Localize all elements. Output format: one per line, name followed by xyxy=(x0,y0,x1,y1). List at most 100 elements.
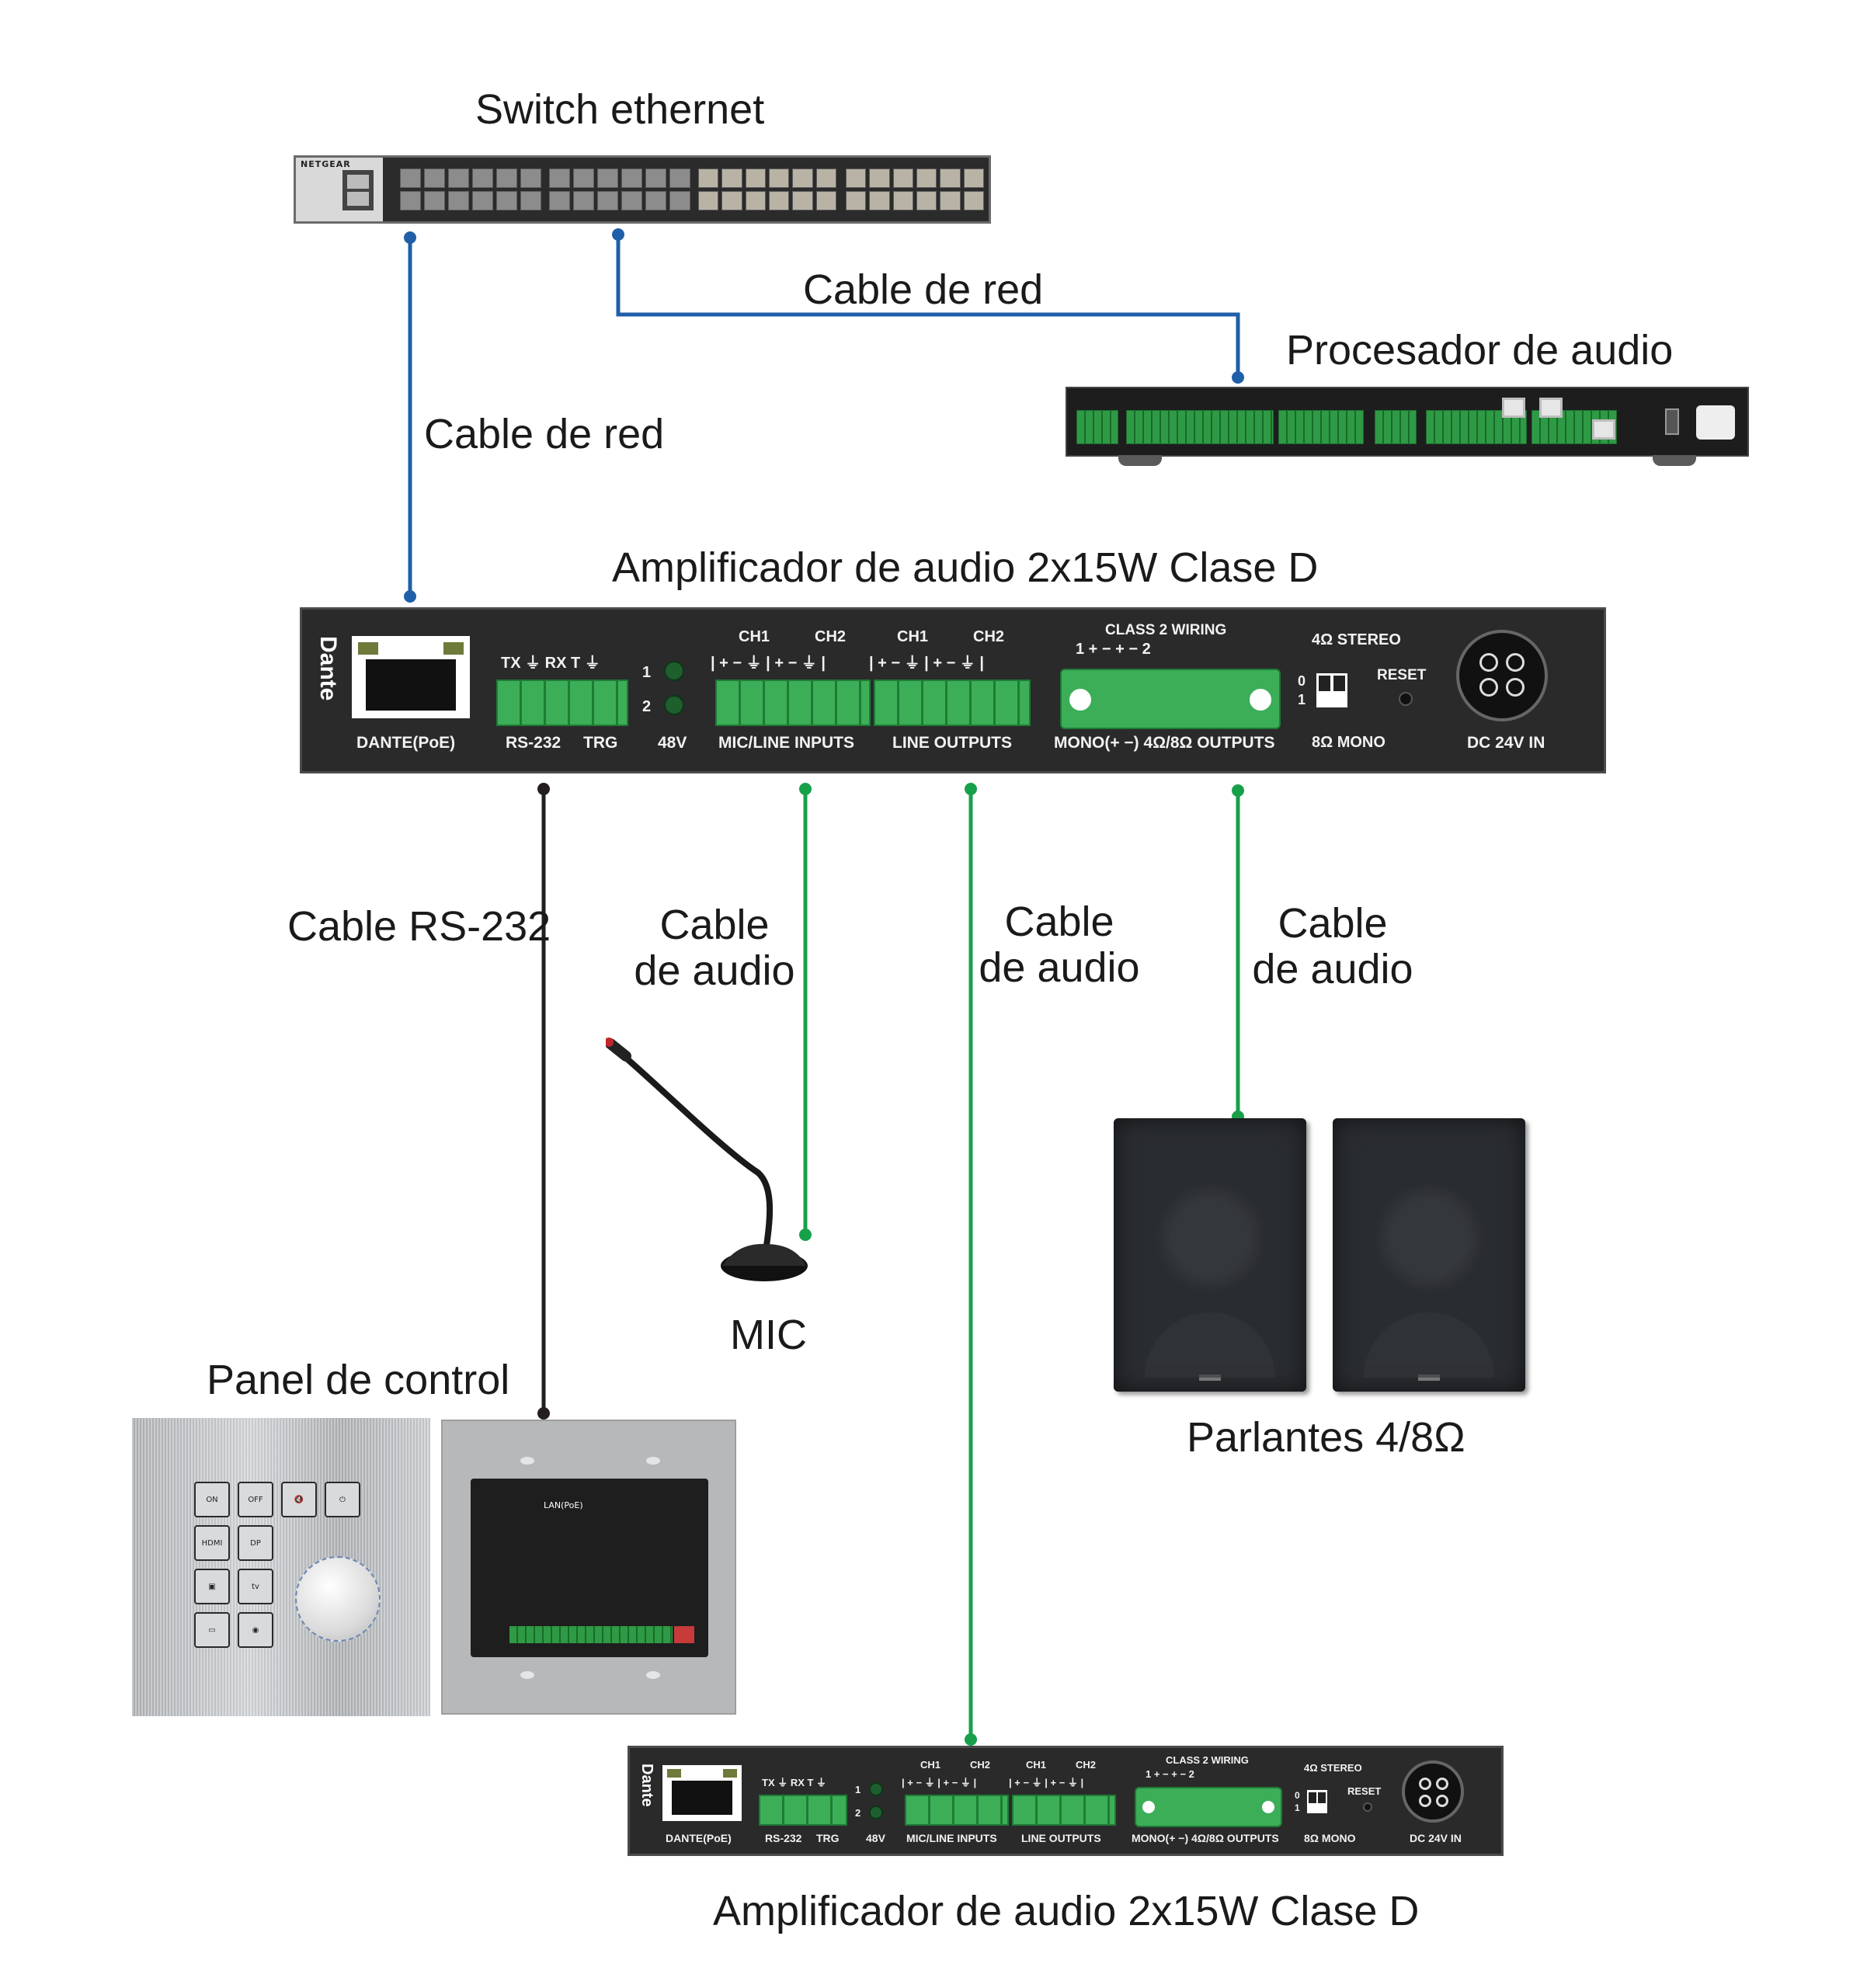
amp-top-dante-port[interactable] xyxy=(352,636,470,718)
panel-btn-dp[interactable]: DP xyxy=(238,1525,273,1561)
backbox-hole-3 xyxy=(520,1671,534,1679)
switch-sfp-bank-2 xyxy=(546,165,694,214)
amp-top-in-ch2: CH2 xyxy=(815,628,847,645)
panel-btn-appletv[interactable]: tv xyxy=(238,1569,273,1604)
network-cable-amp-end-top xyxy=(404,231,416,244)
amp-bottom-stereo-label: 4Ω STEREO xyxy=(1304,1762,1362,1774)
proc-foot-left xyxy=(1118,455,1162,466)
audio-cable-speakers-end-top xyxy=(1232,784,1244,797)
amp-bottom-in-ch2: CH2 xyxy=(970,1759,991,1771)
panel-btn-screen[interactable]: ▣ xyxy=(194,1569,230,1604)
cable-audio-mic-line1: Cable xyxy=(659,902,770,948)
network-cable-processor-end-top xyxy=(612,228,624,241)
cable-audio-line-label: Cable de audio xyxy=(974,898,1145,992)
amp-top-led-1-label: 1 xyxy=(642,664,652,681)
amp-bottom-spk-outputs-label: MONO(+ −) 4Ω/8Ω OUTPUTS xyxy=(1132,1832,1279,1844)
cable-rs232-label: Cable RS-232 xyxy=(287,903,551,950)
amp-top-line-out-label: LINE OUTPUTS xyxy=(892,734,1013,752)
control-panel-front: ON OFF 🔇 ⏻ HDMI DP ▣ tv ▭ ◉ xyxy=(132,1418,430,1716)
proc-mic-terminal-1 xyxy=(1076,410,1118,444)
amp-bottom-reset-label: RESET xyxy=(1347,1785,1382,1797)
amp-top-48v-label: 48V xyxy=(658,734,687,752)
panel-btn-off[interactable]: OFF xyxy=(238,1482,273,1517)
panel-btn-laptop[interactable]: ▭ xyxy=(194,1612,230,1648)
panel-btn-camera[interactable]: ◉ xyxy=(238,1612,273,1648)
amp-bottom-rs232-pins: TX ⏚ RX T ⏚ xyxy=(762,1777,827,1788)
microphone xyxy=(606,1037,808,1281)
amp-top-out-ch2: CH2 xyxy=(973,628,1005,645)
amp-top-led-2-label: 2 xyxy=(642,698,652,715)
mic-label: MIC xyxy=(730,1312,807,1358)
amp-bottom-led-2-label: 2 xyxy=(855,1807,861,1819)
amp-bottom-mic-line-terminal[interactable] xyxy=(905,1795,1009,1826)
amp-top-dip-1: 1 xyxy=(1298,692,1306,707)
amp-bottom-dc-jack[interactable] xyxy=(1402,1760,1464,1823)
amp-bottom-led-1-label: 1 xyxy=(855,1784,861,1795)
mic-head xyxy=(606,1038,631,1062)
amp-top-mic-line-label: MIC/LINE INPUTS xyxy=(718,734,855,752)
amp-bottom-spk-pins: 1 + − + − 2 xyxy=(1146,1768,1194,1780)
amp-bottom-out-ch1: CH1 xyxy=(1026,1759,1047,1771)
proc-lan-port xyxy=(1592,419,1615,440)
ethernet-switch: NETGEAR xyxy=(294,155,991,224)
amp-bottom-mic-line-label: MIC/LINE INPUTS xyxy=(906,1832,997,1844)
switch-front-face: NETGEAR xyxy=(296,158,383,221)
cable-audio-mic-line2: de audio xyxy=(634,947,795,995)
mic-gooseneck xyxy=(614,1047,774,1253)
amp-bottom-48v-label: 48V xyxy=(866,1832,885,1844)
amp-top-rj45-socket xyxy=(366,659,456,711)
amp-top-line-out-terminal[interactable] xyxy=(874,679,1031,726)
amp-bottom-dante-port[interactable] xyxy=(662,1765,742,1821)
amp-bottom-dip-switch[interactable] xyxy=(1307,1790,1327,1813)
amp-bottom-dc-label: DC 24V IN xyxy=(1410,1832,1462,1844)
control-panel-module: LAN(PoE) xyxy=(441,1420,736,1715)
amp-bottom-reset-button[interactable] xyxy=(1363,1802,1372,1812)
speaker-left-logo xyxy=(1199,1375,1221,1381)
amp-top-dante-label: DANTE(PoE) xyxy=(356,734,456,752)
amp-top-rj45-led-left xyxy=(358,642,378,655)
amp-bottom-rj45-led-left xyxy=(667,1769,681,1778)
amp-top-out-ch1: CH1 xyxy=(897,628,929,645)
module-terminals xyxy=(509,1626,673,1643)
proc-inputs-terminal-2 xyxy=(1426,410,1527,444)
panel-btn-on[interactable]: ON xyxy=(194,1482,230,1517)
cable-audio-spk-line1: Cable xyxy=(1278,900,1388,947)
amp-top-speaker-terminal[interactable] xyxy=(1060,669,1281,729)
panel-title: Panel de control xyxy=(207,1357,510,1403)
panel-btn-mute[interactable]: 🔇 xyxy=(281,1482,317,1517)
amp-top-led-2 xyxy=(664,695,684,715)
proc-secondary-port xyxy=(1539,398,1563,418)
cable-red-label-processor: Cable de red xyxy=(803,266,1044,313)
network-cable-processor-end-bottom xyxy=(1232,371,1244,384)
amp-bottom-dante-logo: Dante xyxy=(638,1764,655,1807)
amp-top-reset-button[interactable] xyxy=(1399,692,1413,706)
amp-bottom-rj45-socket xyxy=(672,1781,732,1815)
amp-top-dip-0: 0 xyxy=(1298,673,1306,689)
cable-audio-spk-label: Cable de audio xyxy=(1247,900,1418,993)
amp-title-bottom: Amplificador de audio 2x15W Clase D xyxy=(713,1888,1420,1934)
audio-cable-line-end-bottom xyxy=(965,1733,977,1746)
amp-bottom-line-out-terminal[interactable] xyxy=(1012,1795,1116,1826)
module-lan-label: LAN(PoE) xyxy=(544,1500,583,1510)
amp-top-mic-line-terminal[interactable] xyxy=(715,679,871,726)
amp-top-dc-jack[interactable] xyxy=(1456,630,1548,721)
amp-top-dc-label: DC 24V IN xyxy=(1467,734,1545,752)
amp-bottom-led-1 xyxy=(869,1782,883,1796)
module-power-terminal xyxy=(674,1626,694,1643)
panel-btn-hdmi[interactable]: HDMI xyxy=(194,1525,230,1561)
panel-btn-power[interactable]: ⏻ xyxy=(325,1482,360,1517)
panel-volume-knob[interactable] xyxy=(295,1556,381,1642)
backbox-hole-1 xyxy=(520,1457,534,1465)
audio-cable-line-end-top xyxy=(965,783,977,795)
amp-bottom-dip-0: 0 xyxy=(1295,1790,1300,1801)
proc-inputs-terminal-1 xyxy=(1126,410,1274,444)
amp-top-rs232-terminal[interactable] xyxy=(496,679,628,726)
amp-bottom-rs232-terminal[interactable] xyxy=(759,1795,847,1826)
amp-top-speaker-screw-left xyxy=(1065,684,1096,715)
amp-top-reset-label: RESET xyxy=(1377,667,1427,683)
amp-top-rj45-led-right xyxy=(443,642,464,655)
mic-tip-led xyxy=(606,1037,614,1047)
amp-top-dip-switch[interactable] xyxy=(1316,673,1347,707)
mic-base-top xyxy=(722,1243,806,1266)
amp-bottom-out-pins: | + − ⏚ | + − ⏚ | xyxy=(1009,1777,1084,1788)
